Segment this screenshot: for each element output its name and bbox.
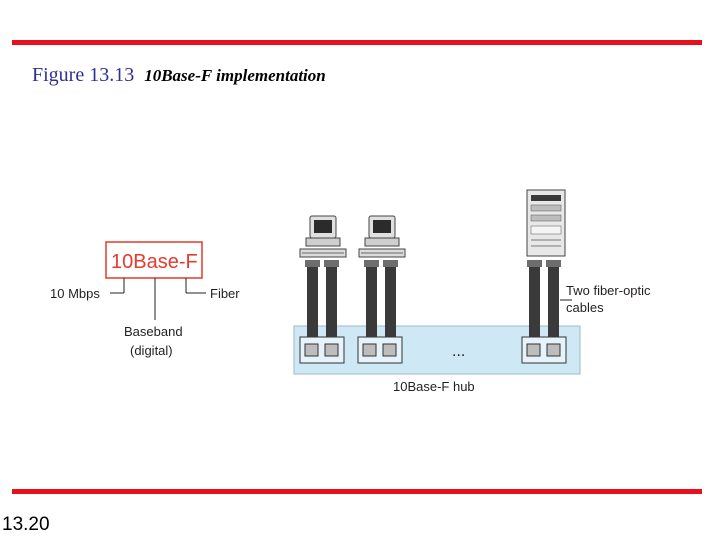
hub-port-block-3 — [521, 336, 567, 364]
fiber-cable — [307, 266, 318, 337]
legend-box — [105, 241, 203, 279]
cables-label-line2: cables — [566, 300, 604, 315]
medium-label: Fiber — [210, 286, 240, 301]
fiber-cable — [366, 266, 377, 337]
signal-label-line1: Baseband — [124, 324, 183, 339]
hub-group: ... 10Base-F hub — [293, 325, 581, 394]
fiber-cable — [326, 266, 337, 337]
computer-icon — [358, 215, 406, 258]
hub-ellipsis: ... — [452, 343, 465, 360]
fiber-cable — [529, 266, 540, 337]
speed-label: 10 Mbps — [50, 286, 100, 301]
fiber-cable — [548, 266, 559, 337]
hub-port — [304, 343, 319, 357]
hub-port — [546, 343, 561, 357]
fiber-cables — [305, 260, 572, 337]
cables-label-line1: Two fiber-optic — [566, 283, 651, 298]
hub-label: 10Base-F hub — [393, 379, 475, 394]
figure-number: Figure 13.13 — [32, 64, 135, 86]
cable-connector — [527, 260, 542, 267]
hub-port-block-2 — [357, 336, 403, 364]
hub-port — [382, 343, 397, 357]
server-icon — [526, 189, 566, 257]
legend-box-text: 10Base-F — [111, 251, 198, 273]
figure-title: Figure 13.13 10Base-F implementation — [32, 64, 326, 87]
hub-port-block-1 — [299, 336, 345, 364]
fiber-cable — [385, 266, 396, 337]
top-red-rule — [12, 40, 702, 45]
hub-port — [324, 343, 339, 357]
legend-group: 10Base-F 10 Mbps Fiber Baseband (digital… — [50, 241, 240, 358]
cable-connector — [305, 260, 320, 267]
cable-connector — [324, 260, 339, 267]
cable-connector — [364, 260, 379, 267]
cable-connector — [546, 260, 561, 267]
figure-caption: 10Base-F implementation — [144, 66, 326, 85]
hub-port — [362, 343, 377, 357]
hub-port — [526, 343, 541, 357]
cable-connector — [383, 260, 398, 267]
bottom-red-rule — [12, 489, 702, 494]
signal-label-line2: (digital) — [130, 343, 173, 358]
page-number: 13.20 — [2, 514, 50, 535]
computer-icon — [299, 215, 347, 258]
